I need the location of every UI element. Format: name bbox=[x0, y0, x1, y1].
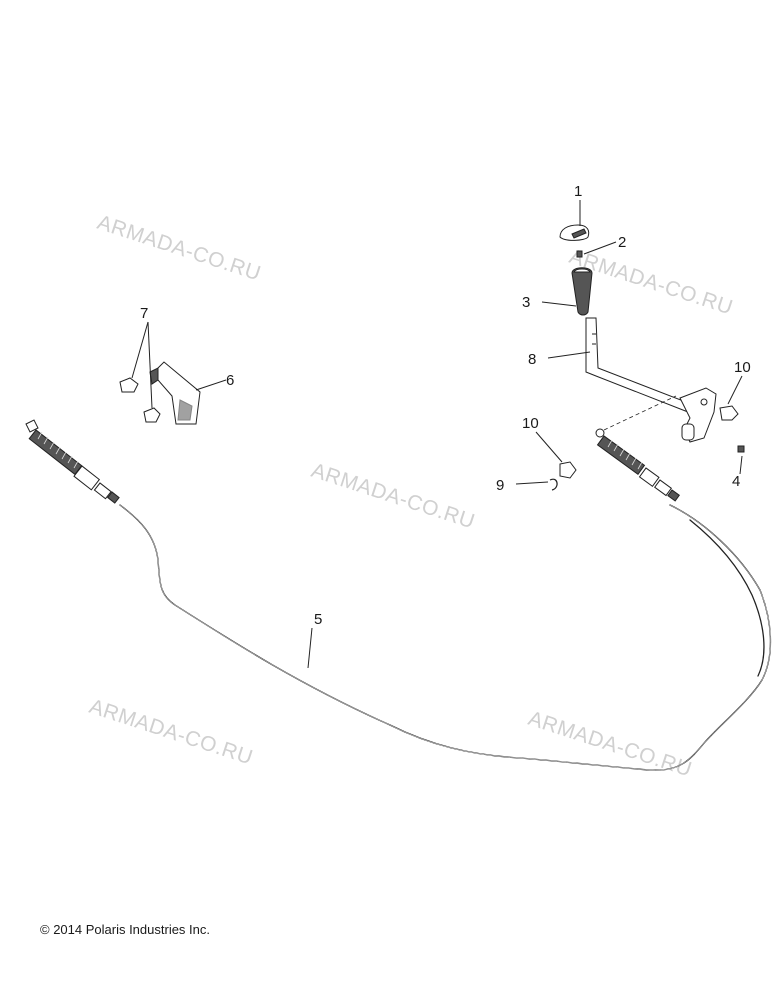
callout-6: 6 bbox=[226, 372, 234, 389]
callout-10-right: 10 bbox=[734, 359, 751, 376]
retaining-clip bbox=[549, 478, 558, 491]
cable-end-left bbox=[25, 419, 120, 504]
shift-knob-cap bbox=[559, 224, 590, 241]
callouts: 1 2 3 4 5 6 7 8 9 10 10 bbox=[140, 183, 751, 628]
callout-1: 1 bbox=[574, 183, 582, 200]
callout-3: 3 bbox=[522, 294, 530, 311]
callout-2: 2 bbox=[618, 234, 626, 251]
copyright-notice: © 2014 Polaris Industries Inc. bbox=[40, 922, 210, 937]
watermark: ARMADA-CO.RU bbox=[525, 707, 694, 782]
nut-middle bbox=[559, 461, 577, 479]
small-nut bbox=[737, 445, 745, 453]
callout-7: 7 bbox=[140, 305, 148, 322]
watermark: ARMADA-CO.RU bbox=[308, 459, 477, 534]
watermark: ARMADA-CO.RU bbox=[566, 245, 735, 320]
callout-9: 9 bbox=[496, 477, 504, 494]
callout-5: 5 bbox=[314, 611, 322, 628]
nut-right bbox=[719, 405, 739, 421]
leader-lines bbox=[131, 200, 743, 669]
callout-10-middle: 10 bbox=[522, 415, 539, 432]
shift-lever bbox=[585, 317, 717, 443]
bolts bbox=[119, 377, 161, 423]
watermark: ARMADA-CO.RU bbox=[94, 211, 263, 286]
watermarks: ARMADA-CO.RU ARMADA-CO.RU ARMADA-CO.RU A… bbox=[86, 211, 735, 782]
watermark: ARMADA-CO.RU bbox=[86, 695, 255, 770]
cable-bracket bbox=[149, 361, 201, 425]
shift-knob bbox=[571, 267, 593, 316]
callout-4: 4 bbox=[732, 473, 740, 490]
alignment-line bbox=[603, 395, 677, 431]
set-screw bbox=[576, 250, 583, 258]
callout-8: 8 bbox=[528, 351, 536, 368]
shift-cable bbox=[25, 419, 772, 771]
cable-end-right bbox=[595, 428, 680, 502]
